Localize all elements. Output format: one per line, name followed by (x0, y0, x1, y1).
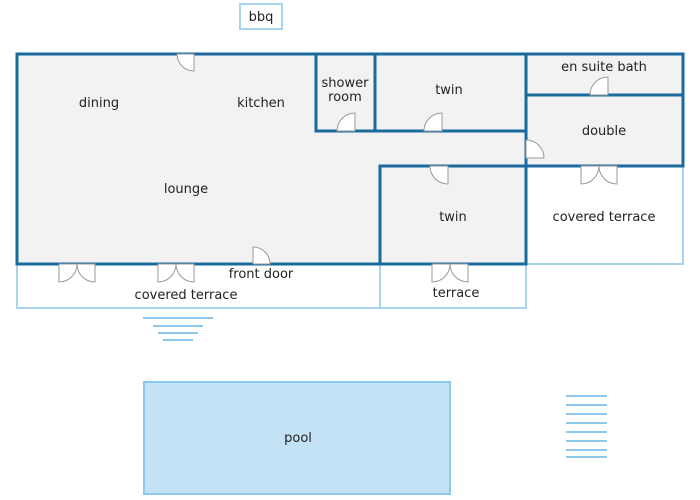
indoor-floor (17, 54, 683, 264)
door-double (525, 139, 545, 159)
door-en-suite (589, 76, 609, 96)
door-twin-top (423, 112, 443, 132)
label-pool: pool (284, 431, 312, 446)
label-twin-bottom: twin (439, 210, 467, 225)
covered-terrace-left-area (16, 263, 381, 309)
bbq-area (239, 3, 283, 30)
label-terrace: terrace (433, 286, 480, 301)
label-shower-room-line1: shower (322, 76, 370, 91)
label-kitchen: kitchen (237, 96, 285, 111)
door-dining-top (176, 53, 195, 72)
door-terrace-1b (76, 263, 96, 283)
label-dining: dining (79, 96, 119, 111)
label-covered-terrace-right: covered terrace (553, 210, 656, 225)
door-terrace-3b (449, 263, 469, 283)
door-shower-room (336, 112, 356, 132)
label-lounge: lounge (164, 182, 208, 197)
label-twin-top: twin (435, 83, 463, 98)
label-en-suite-bath: en suite bath (561, 60, 647, 75)
label-double: double (582, 124, 626, 139)
label-bbq: bbq (249, 10, 274, 25)
door-twin-bottom (429, 165, 449, 185)
doors (58, 53, 618, 283)
label-covered-terrace-left: covered terrace (135, 288, 238, 303)
door-right-terrace-b (598, 165, 618, 185)
steps-right (566, 395, 607, 458)
label-front-door: front door (229, 267, 294, 282)
door-terrace-2b (175, 263, 195, 283)
label-shower-room-line2: room (328, 90, 362, 105)
pool-shape (143, 381, 451, 495)
steps-left (143, 317, 213, 341)
covered-terrace-right-area (525, 165, 684, 265)
front-door (252, 246, 271, 265)
